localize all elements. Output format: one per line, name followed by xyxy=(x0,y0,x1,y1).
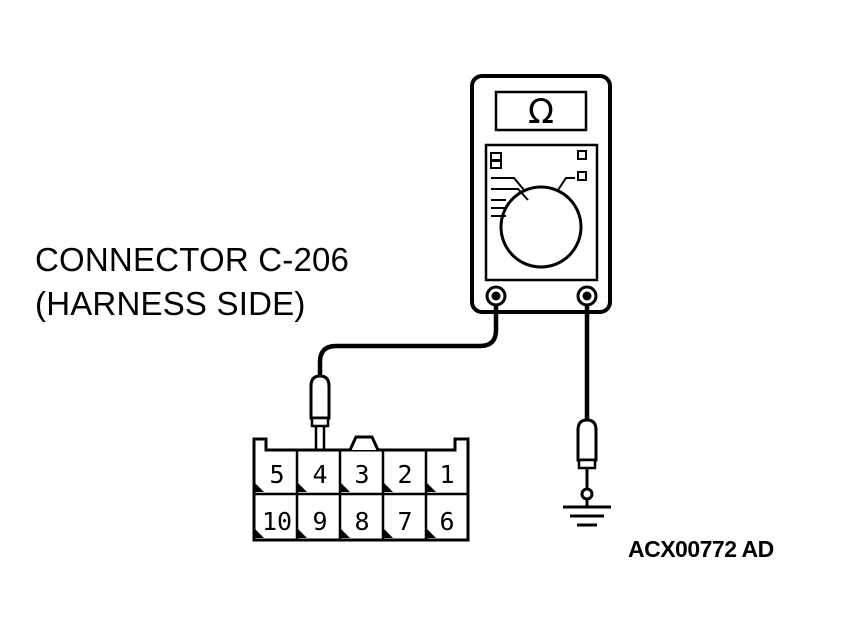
pin-number: 5 xyxy=(269,460,284,489)
meter-jack-com xyxy=(485,285,507,307)
pin-numbers-top: 5 4 3 2 1 xyxy=(269,460,454,489)
ground-symbol-icon xyxy=(563,499,611,527)
connector-lock-tab xyxy=(348,435,380,451)
meter-rotary-dial xyxy=(499,185,583,269)
pin-number: 7 xyxy=(397,507,412,536)
pin-number: 2 xyxy=(397,460,412,489)
meter-body xyxy=(470,74,612,314)
connector-housing xyxy=(252,437,470,542)
probe-lead-ground xyxy=(576,306,598,501)
connector-c206: 5 4 3 2 1 10 9 8 7 6 xyxy=(252,435,470,542)
pin-number: 3 xyxy=(354,460,369,489)
meter-jack-input xyxy=(576,285,598,307)
pin-number: 6 xyxy=(439,507,454,536)
meter-display xyxy=(494,90,588,132)
pin-number: 8 xyxy=(354,507,369,536)
probe-lead-connector xyxy=(309,306,499,457)
pin-number: 4 xyxy=(312,460,327,489)
meter-dial-panel xyxy=(484,143,599,282)
connector-label-line1: CONNECTOR C-206 xyxy=(35,241,350,278)
pin-number: 10 xyxy=(262,507,292,536)
pin-number: 1 xyxy=(439,460,454,489)
pin-numbers-bottom: 10 9 8 7 6 xyxy=(262,507,455,536)
connector-label: CONNECTOR C-206 (HARNESS SIDE) xyxy=(35,238,349,326)
pin-corner-marks xyxy=(254,482,436,538)
ohmmeter-icon xyxy=(470,74,612,314)
meter-range-marks xyxy=(490,150,587,217)
connector-label-line2: (HARNESS SIDE) xyxy=(35,285,306,322)
pin-number: 9 xyxy=(312,507,327,536)
figure-code: ACX00772 AD xyxy=(628,536,774,562)
ohm-symbol: Ω xyxy=(528,92,554,132)
